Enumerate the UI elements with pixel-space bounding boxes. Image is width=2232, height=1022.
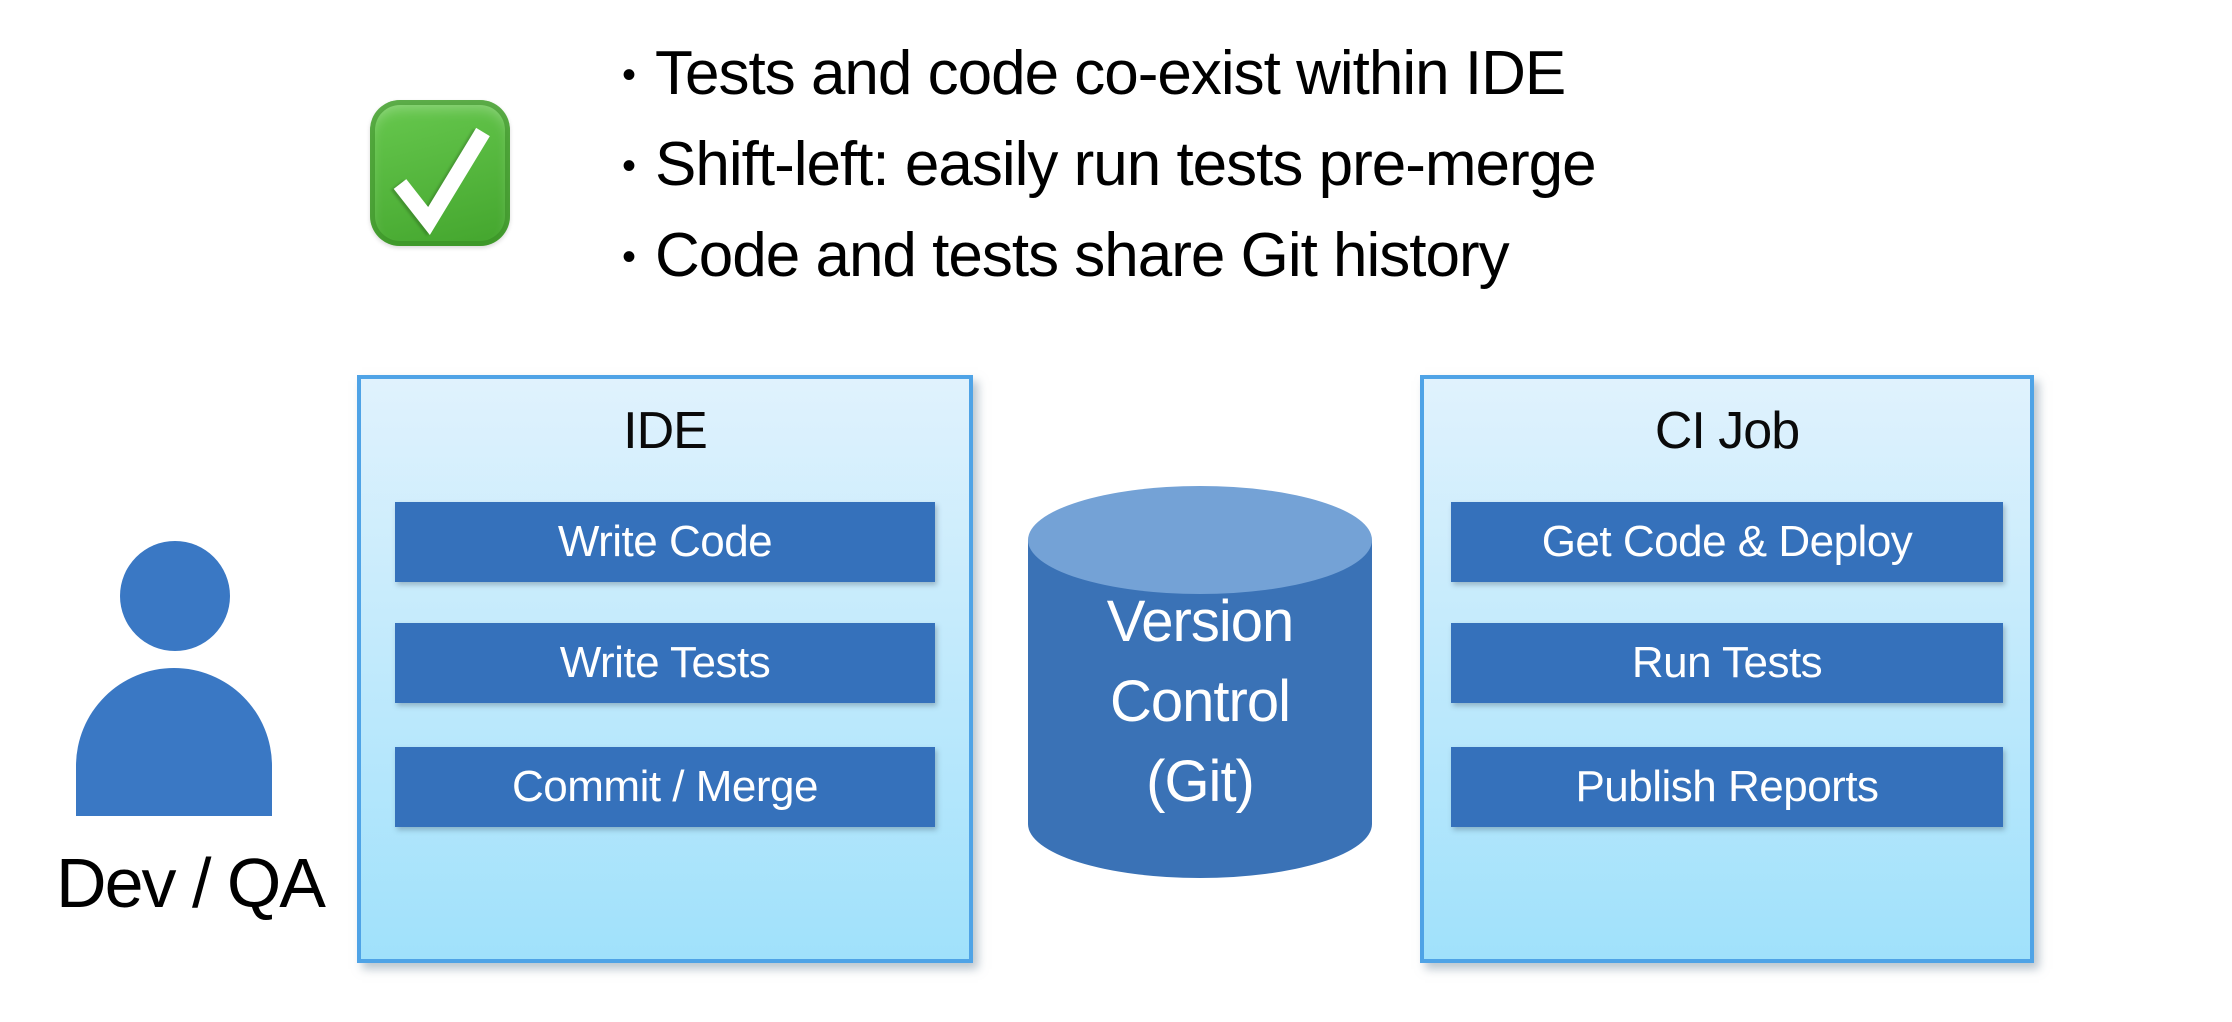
step-box-publish-reports: Publish Reports (1451, 747, 2003, 827)
benefit-item: • Tests and code co-exist within IDE (622, 32, 1596, 123)
person-body (76, 668, 272, 816)
step-box-run-tests: Run Tests (1451, 623, 2003, 703)
benefits-list: • Tests and code co-exist within IDE • S… (622, 32, 1597, 305)
benefit-text: Code and tests share Git history (655, 221, 1510, 290)
benefit-text: Tests and code co-exist within IDE (655, 39, 1566, 108)
vc-line: Version (1106, 589, 1294, 654)
ide-panel-title: IDE (623, 402, 708, 460)
step-box-write-tests: Write Tests (395, 623, 935, 703)
check-icon (393, 127, 490, 236)
ci-panel: CI Job Get Code & Deploy Run Tests Publi… (1420, 375, 2034, 963)
benefit-text: Shift-left: easily run tests pre-merge (655, 130, 1597, 199)
version-control-cylinder: Version Control (Git) (1028, 486, 1372, 878)
check-mark-icon (370, 100, 510, 246)
version-control-label: Version Control (Git) (1028, 582, 1372, 822)
bullet-dot: • (622, 144, 636, 188)
ide-panel: IDE Write Code Write Tests Commit / Merg… (357, 375, 973, 963)
actor-label: Dev / QA (56, 844, 326, 922)
benefit-item: • Shift-left: easily run tests pre-merge (622, 123, 1597, 214)
bullet-dot: • (622, 235, 636, 279)
vc-line: Control (1110, 669, 1291, 734)
step-box-write-code: Write Code (395, 502, 935, 582)
person-head (120, 541, 230, 651)
step-box-commit-merge: Commit / Merge (395, 747, 935, 827)
vc-line: (Git) (1146, 749, 1255, 814)
benefit-item: • Code and tests share Git history (622, 214, 1596, 305)
database-cylinder-icon (1028, 486, 1372, 878)
bullet-dot: • (622, 53, 636, 97)
ci-panel-title: CI Job (1654, 402, 1800, 460)
step-box-get-code-deploy: Get Code & Deploy (1451, 502, 2003, 582)
